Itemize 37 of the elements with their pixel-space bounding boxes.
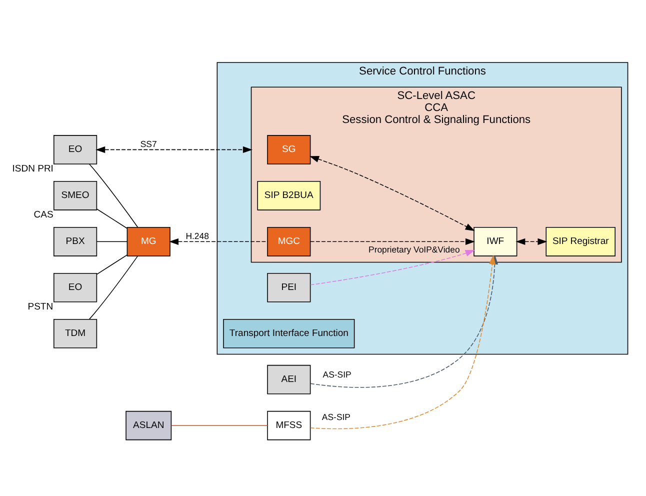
edge-label: AS-SIP <box>322 370 352 380</box>
node-box: Transport Interface Function <box>223 318 355 348</box>
node-box: SG <box>267 135 311 164</box>
node-box: IWF <box>474 227 518 256</box>
edge-label: SS7 <box>140 139 157 150</box>
connector <box>96 254 128 275</box>
node-box: PBX <box>53 227 98 256</box>
arrow <box>310 238 475 245</box>
node-label: PSTN <box>28 302 54 313</box>
arrow <box>96 146 252 154</box>
connector <box>170 425 268 426</box>
node-label: ISDN PRI <box>12 164 54 175</box>
arrow <box>310 254 496 430</box>
node-box: EO <box>53 272 98 302</box>
connector <box>96 241 128 242</box>
edge-label: Proprietary VoIP&Video <box>368 244 460 255</box>
arrow <box>516 238 548 245</box>
edge-label: H.248 <box>186 231 209 242</box>
node-label: CAS <box>34 210 54 221</box>
arrow <box>310 250 475 286</box>
connector <box>96 208 128 229</box>
node-box: SIP Registrar <box>546 227 616 256</box>
node-box: PEI <box>267 272 311 302</box>
edge-label: AS-SIP <box>322 412 350 422</box>
node-box: ASLAN <box>126 410 172 440</box>
node-box: MFSS <box>267 410 311 440</box>
node-box: MGC <box>267 227 311 256</box>
connector <box>88 256 138 320</box>
node-box: MG <box>126 227 170 256</box>
node-box: SMEO <box>53 181 98 210</box>
node-box: TDM <box>53 318 98 348</box>
arrow <box>309 156 475 232</box>
node-box: SIP B2BUA <box>257 181 321 210</box>
node-box: AEI <box>267 364 311 394</box>
node-box: EO <box>53 135 98 164</box>
connector <box>88 164 138 228</box>
arrow <box>168 238 268 245</box>
